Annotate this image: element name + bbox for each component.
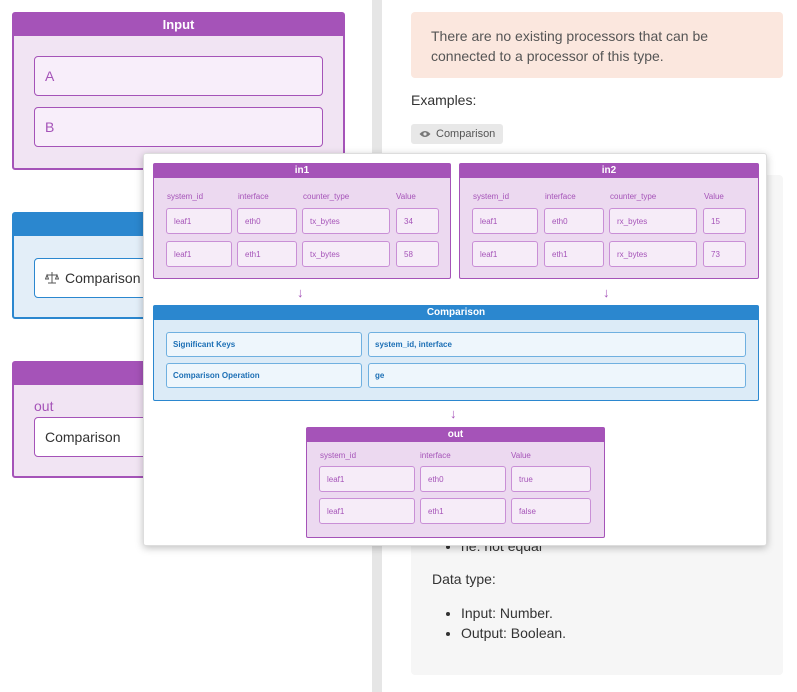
diagram-comparison-title: Comparison [154,306,758,320]
comparison-node-label: Comparison [65,270,141,286]
example-chip-comparison[interactable]: Comparison [411,124,504,144]
column-header: interface [420,451,451,460]
table-cell: tx_bytes [302,208,390,234]
diagram-in1-title: in1 [154,164,450,178]
diagram-comparison-node: Comparison Significant Keys system_id, i… [153,305,759,401]
diagram-out-title: out [307,428,604,442]
data-type-label: Data type: [432,571,496,587]
table-cell: leaf1 [472,241,538,267]
column-header: system_id [320,451,357,460]
diagram-in1-node: in1 system_id interface counter_type Val… [153,163,451,279]
column-header: counter_type [610,192,657,201]
scale-icon [45,272,59,284]
table-cell: eth0 [237,208,297,234]
table-cell: leaf1 [472,208,538,234]
out-node-label: out [34,398,54,414]
significant-keys-label: Significant Keys [166,332,362,357]
example-popup: in1 system_id interface counter_type Val… [143,153,767,546]
table-cell: 73 [703,241,746,267]
data-type-item: Output: Boolean. [461,623,566,643]
arrow-down-icon: ↓ [297,285,304,300]
column-header: Value [511,451,531,460]
notice-box: There are no existing processors that ca… [411,12,783,78]
arrow-down-icon: ↓ [450,406,457,421]
input-node-title: Input [14,14,343,36]
comparison-operation-label: Comparison Operation [166,363,362,388]
column-header: system_id [167,192,204,201]
table-cell: leaf1 [319,498,415,524]
column-header: Value [396,192,416,201]
table-cell: rx_bytes [609,208,697,234]
table-cell: eth1 [237,241,297,267]
column-header: interface [238,192,269,201]
data-type-item: Input: Number. [461,603,566,623]
comparison-node-field[interactable]: Comparison [34,258,154,298]
table-cell: 15 [703,208,746,234]
arrow-down-icon: ↓ [603,285,610,300]
table-cell: eth1 [420,498,506,524]
table-cell: eth0 [420,466,506,492]
table-cell: leaf1 [319,466,415,492]
comparison-operation-value: ge [368,363,746,388]
table-cell: tx_bytes [302,241,390,267]
comparison-node-header [14,214,150,236]
diagram-out-node: out system_id interface Value leaf1 eth0… [306,427,605,538]
table-cell: leaf1 [166,208,232,234]
significant-keys-value: system_id, interface [368,332,746,357]
column-header: system_id [473,192,510,201]
column-header: Value [704,192,724,201]
table-cell: true [511,466,591,492]
table-cell: rx_bytes [609,241,697,267]
table-cell: false [511,498,591,524]
column-header: interface [545,192,576,201]
data-type-list: Input: Number. Output: Boolean. [443,603,566,643]
input-field-a[interactable]: A [34,56,323,96]
diagram-in2-title: in2 [460,164,758,178]
diagram-in2-node: in2 system_id interface counter_type Val… [459,163,759,279]
out-node-field[interactable]: Comparison [34,417,154,457]
out-node-header [14,363,150,385]
column-header: counter_type [303,192,350,201]
table-cell: leaf1 [166,241,232,267]
table-cell: eth1 [544,241,604,267]
input-field-b[interactable]: B [34,107,323,147]
eye-icon [419,131,431,137]
table-cell: eth0 [544,208,604,234]
table-cell: 34 [396,208,439,234]
table-cell: 58 [396,241,439,267]
example-chip-label: Comparison [436,128,496,140]
examples-label: Examples: [411,92,477,108]
